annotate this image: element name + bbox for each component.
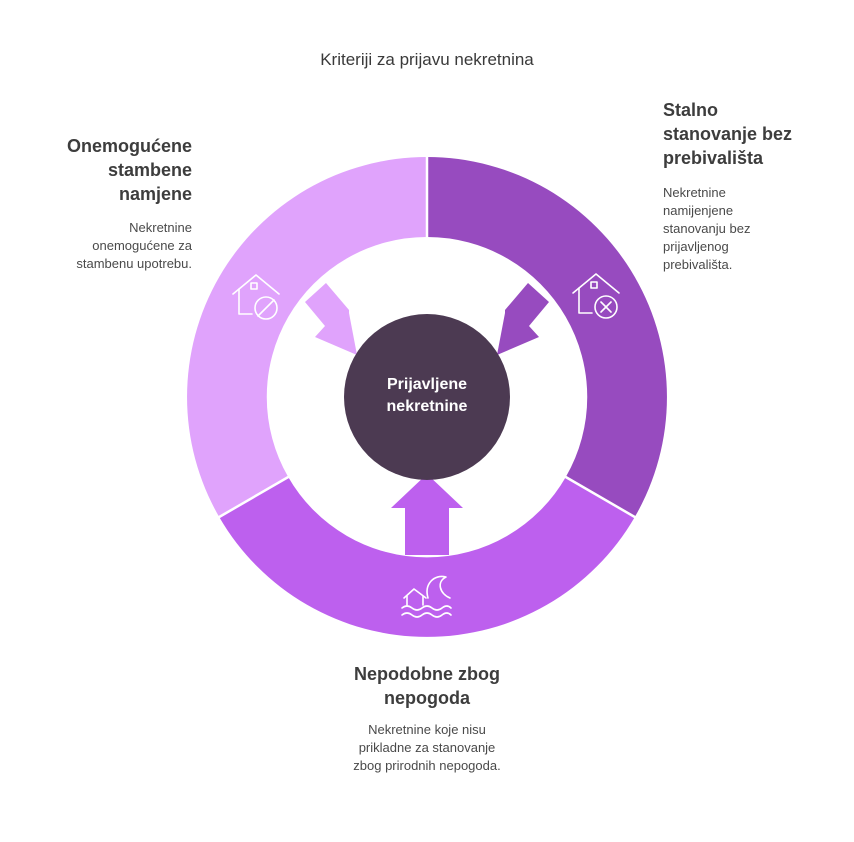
heading-onemogucene: Onemogućene stambene namjene	[66, 136, 192, 204]
description-stalno: Nekretnine namijenjene stanovanju bez pr…	[663, 185, 751, 272]
segment-nepodobne	[219, 477, 635, 637]
house-prohibited-icon	[232, 274, 280, 320]
description-nepodobne: Nekretnine koje nisu prikladne za stanov…	[353, 722, 501, 773]
arrow-onemogucene	[305, 283, 357, 355]
arrow-stalno	[497, 283, 549, 355]
center-label: Prijavljene nekretnine	[386, 376, 468, 415]
segment-onemogucene	[187, 157, 427, 517]
house-flood-icon	[401, 575, 452, 618]
segment-dividers	[216, 155, 638, 520]
heading-nepodobne: Nepodobne zbog nepogoda	[354, 664, 500, 708]
segment-stalno	[427, 157, 667, 517]
heading-stalno: Stalno stanovanje bez prebivališta	[663, 100, 793, 168]
description-onemogucene: Nekretnine onemogućene za stambenu upotr…	[76, 220, 192, 271]
arrow-nepodobne	[391, 474, 463, 555]
center-circle	[344, 314, 510, 480]
diagram-title: Kriteriji za prijavu nekretnina	[320, 50, 534, 69]
house-x-icon	[572, 273, 620, 319]
